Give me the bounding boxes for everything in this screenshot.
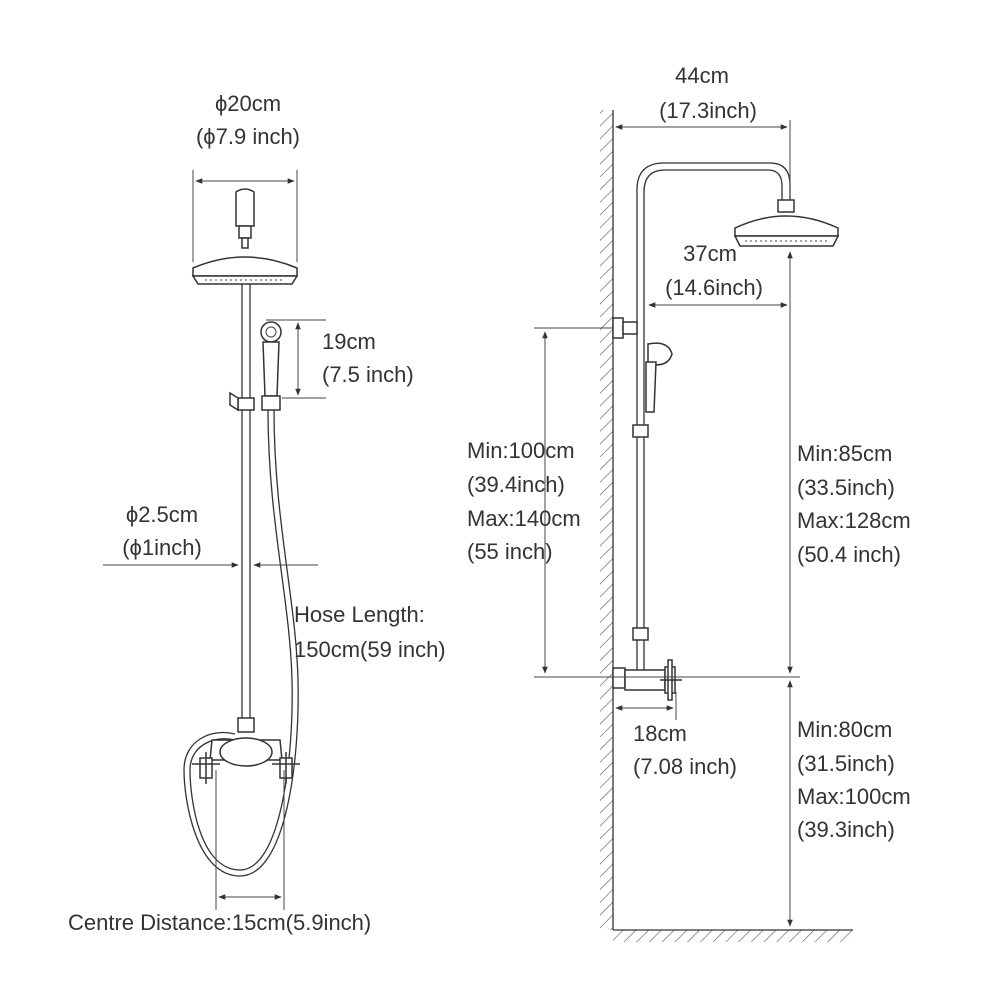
dim-head-to-valve: Min:85cm (33.5inch) Max:128cm (50.4 inch… — [683, 251, 911, 678]
front-riser-pipe — [229, 284, 255, 720]
bar-height-min-inch-label: (39.4inch) — [467, 472, 565, 497]
floor — [613, 929, 853, 942]
pipe-diameter-cm-label: ϕ2.5cm — [126, 502, 198, 527]
dim-bar-height: Min:100cm (39.4inch) Max:140cm (55 inch) — [467, 327, 700, 678]
front-view: ϕ20cm (ϕ7.9 inch) 19cm (7.5 inch) ϕ2.5cm… — [68, 91, 446, 935]
dim-pipe-diameter: ϕ2.5cm (ϕ1inch) — [103, 502, 318, 568]
head-offset-cm-label: 37cm — [683, 241, 737, 266]
head-to-valve-min-inch-label: (33.5inch) — [797, 475, 895, 500]
head-to-valve-max-label: Max:128cm — [797, 508, 911, 533]
side-riser-and-arm — [632, 162, 791, 670]
valve-height-min-label: Min:80cm — [797, 717, 892, 742]
valve-height-max-inch-label: (39.3inch) — [797, 817, 895, 842]
side-mixer-valve — [612, 659, 682, 701]
hand-shower-height-inch-label: (7.5 inch) — [322, 362, 414, 387]
head-diameter-cm-label: ϕ20cm — [215, 91, 281, 116]
front-overhead-arm — [235, 188, 255, 249]
valve-height-max-label: Max:100cm — [797, 784, 911, 809]
valve-projection-inch-label: (7.08 inch) — [633, 754, 737, 779]
valve-height-min-inch-label: (31.5inch) — [797, 751, 895, 776]
hose-length-title-label: Hose Length: — [294, 602, 425, 627]
hose-length-value-label: 150cm(59 inch) — [294, 637, 446, 662]
side-rain-shower-head — [733, 199, 840, 247]
pipe-diameter-inch-label: (ϕ1inch) — [122, 535, 202, 560]
valve-projection-cm-label: 18cm — [633, 721, 687, 746]
head-to-valve-min-label: Min:85cm — [797, 441, 892, 466]
dim-head-offset: 37cm (14.6inch) — [648, 241, 788, 308]
arm-length-inch-label: (17.3inch) — [659, 98, 757, 123]
wall — [600, 110, 614, 930]
front-hose — [183, 409, 299, 877]
bar-height-min-label: Min:100cm — [467, 438, 575, 463]
front-hand-shower — [260, 321, 282, 411]
dim-centre-distance: Centre Distance:15cm(5.9inch) — [68, 770, 371, 935]
head-to-valve-max-inch-label: (50.4 inch) — [797, 542, 901, 567]
front-mixer-valve — [192, 717, 300, 784]
bar-height-max-label: Max:140cm — [467, 506, 581, 531]
dim-valve-height: Min:80cm (31.5inch) Max:100cm (39.3inch) — [787, 680, 911, 927]
head-diameter-inch-label: (ϕ7.9 inch) — [196, 124, 300, 149]
dim-valve-projection: 18cm (7.08 inch) — [615, 692, 737, 779]
side-hand-shower — [645, 342, 673, 413]
centre-distance-label: Centre Distance:15cm(5.9inch) — [68, 910, 371, 935]
arm-length-cm-label: 44cm — [675, 63, 729, 88]
side-view: 44cm (17.3inch) 37cm (14.6inch) Min:100c… — [467, 63, 911, 942]
dim-arm-length: 44cm (17.3inch) — [615, 63, 791, 200]
dim-head-diameter: ϕ20cm (ϕ7.9 inch) — [192, 91, 300, 262]
head-offset-inch-label: (14.6inch) — [665, 275, 763, 300]
side-wall-bracket — [612, 317, 638, 339]
hand-shower-height-cm-label: 19cm — [322, 329, 376, 354]
front-rain-shower-head — [191, 256, 299, 285]
bar-height-max-inch-label: (55 inch) — [467, 539, 553, 564]
dim-hose-length: Hose Length: 150cm(59 inch) — [294, 602, 446, 662]
dim-hand-shower-height: 19cm (7.5 inch) — [266, 319, 414, 399]
